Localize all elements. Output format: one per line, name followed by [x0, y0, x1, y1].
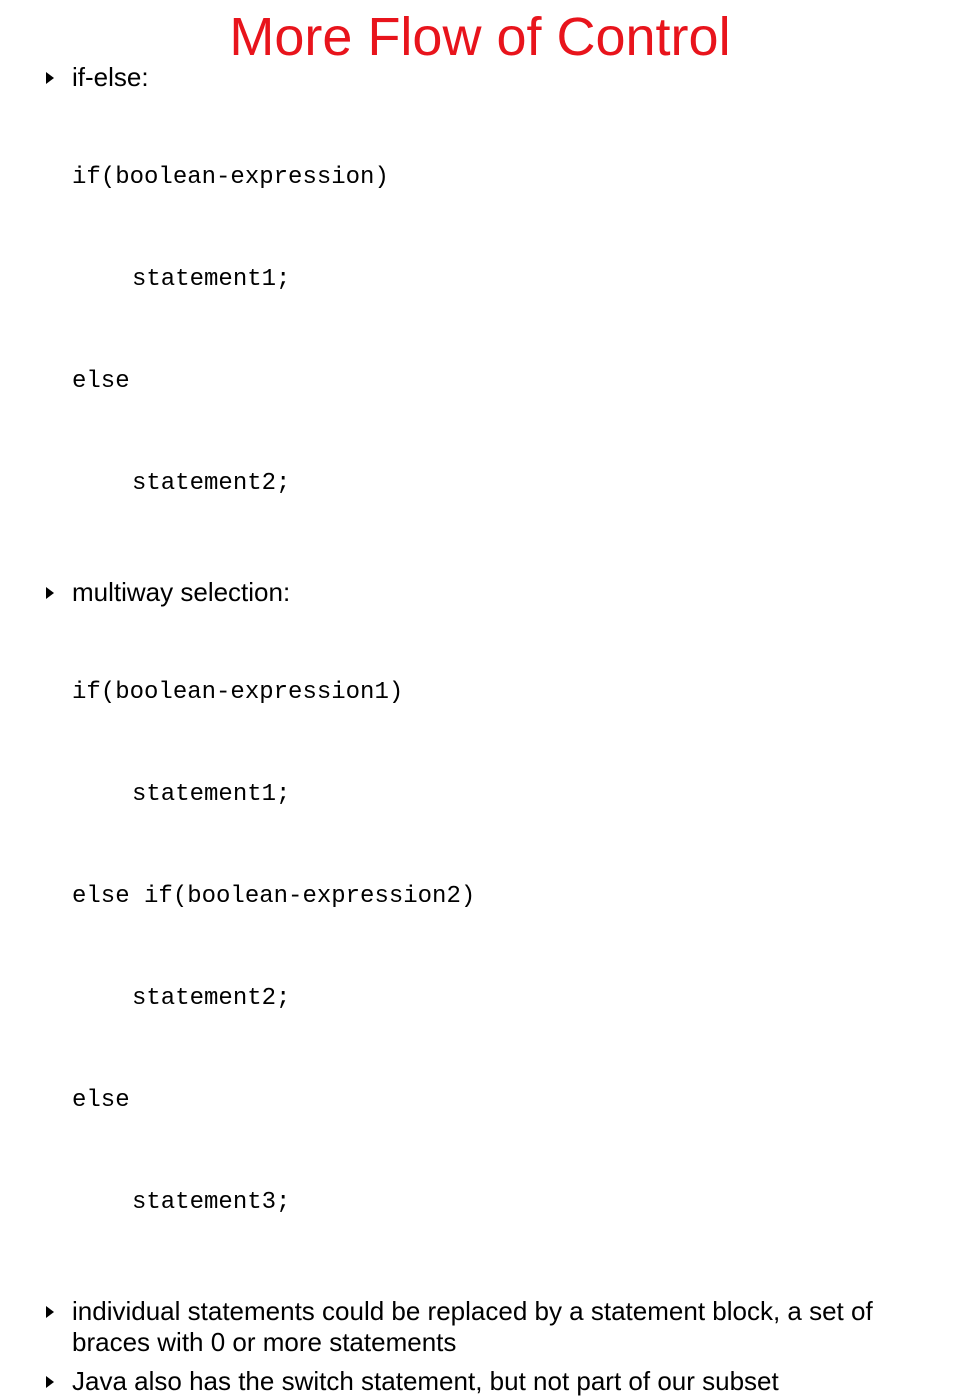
bullet-text: Java also has the switch statement, but …	[72, 1366, 779, 1396]
triangle-bullet-icon	[46, 1376, 54, 1388]
slide: More Flow of Control if-else: if(boolean…	[46, 7, 873, 1396]
bullet-switch-statement: Java also has the switch statement, but …	[46, 1366, 946, 1397]
triangle-bullet-icon	[46, 587, 54, 599]
bullet-statement-block: individual statements could be replaced …	[46, 1296, 946, 1358]
code-line: else	[72, 1087, 130, 1114]
triangle-bullet-icon	[46, 72, 54, 84]
code-line: statement2;	[132, 470, 291, 497]
code-line: statement3;	[132, 1189, 291, 1216]
slide-title: More Flow of Control	[229, 7, 731, 67]
code-line: statement1;	[132, 781, 291, 808]
slide-content: if-else: if(boolean-expression) statemen…	[46, 62, 946, 1397]
code-line: statement2;	[132, 985, 291, 1012]
bullet-text: if-else:	[72, 62, 149, 92]
code-line: else	[72, 368, 130, 395]
code-line: statement1;	[132, 266, 291, 293]
code-line: if(boolean-expression)	[72, 164, 389, 191]
bullet-text: individual statements could be replaced …	[72, 1296, 873, 1357]
triangle-bullet-icon	[46, 1306, 54, 1318]
code-line: else if(boolean-expression2)	[72, 883, 476, 910]
bullet-text: multiway selection:	[72, 577, 291, 607]
code-line: if(boolean-expression1)	[72, 679, 404, 706]
code-block: if(boolean-expression) statement1; else …	[72, 93, 946, 569]
bullet-if-else: if-else: if(boolean-expression) statemen…	[46, 62, 946, 569]
code-block: if(boolean-expression1) statement1; else…	[72, 608, 946, 1288]
bullet-multiway-selection: multiway selection: if(boolean-expressio…	[46, 577, 946, 1288]
